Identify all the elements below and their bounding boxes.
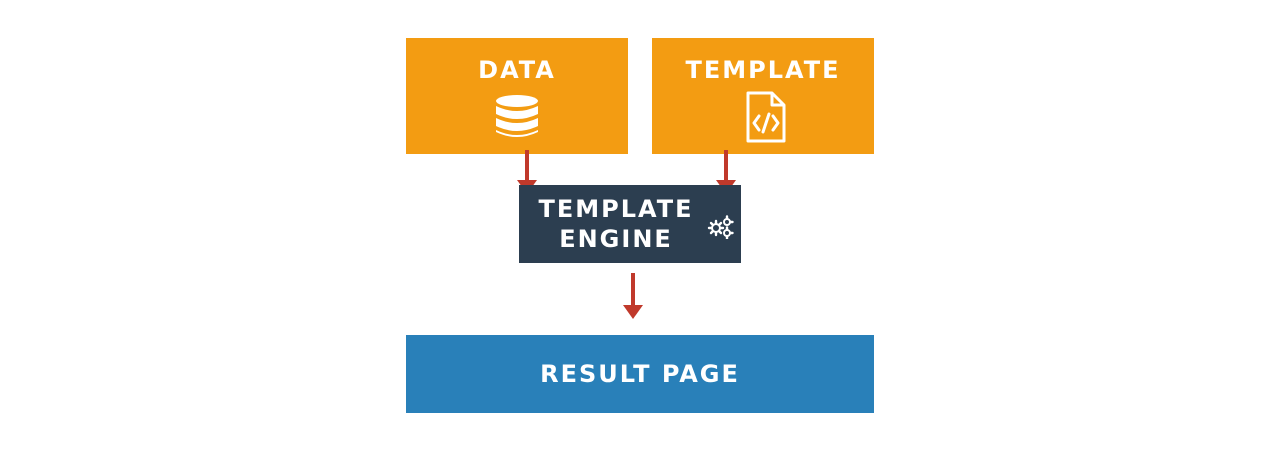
- data-box: DATA: [406, 38, 628, 154]
- data-label: DATA: [478, 56, 556, 84]
- result-page-label: RESULT PAGE: [540, 360, 740, 388]
- database-icon: [496, 95, 538, 137]
- engine-label-line2: ENGINE: [559, 225, 673, 253]
- result-page-box: RESULT PAGE: [406, 335, 874, 413]
- engine-label: TEMPLATE ENGINE: [519, 194, 713, 254]
- engine-label-line1: TEMPLATE: [538, 195, 694, 223]
- template-engine-box: TEMPLATE ENGINE: [519, 185, 741, 263]
- code-file-icon: [746, 91, 786, 143]
- template-label: TEMPLATE: [685, 56, 841, 84]
- arrow-engine-to-result: [623, 273, 643, 319]
- template-box: TEMPLATE: [652, 38, 874, 154]
- gears-icon: [707, 215, 734, 239]
